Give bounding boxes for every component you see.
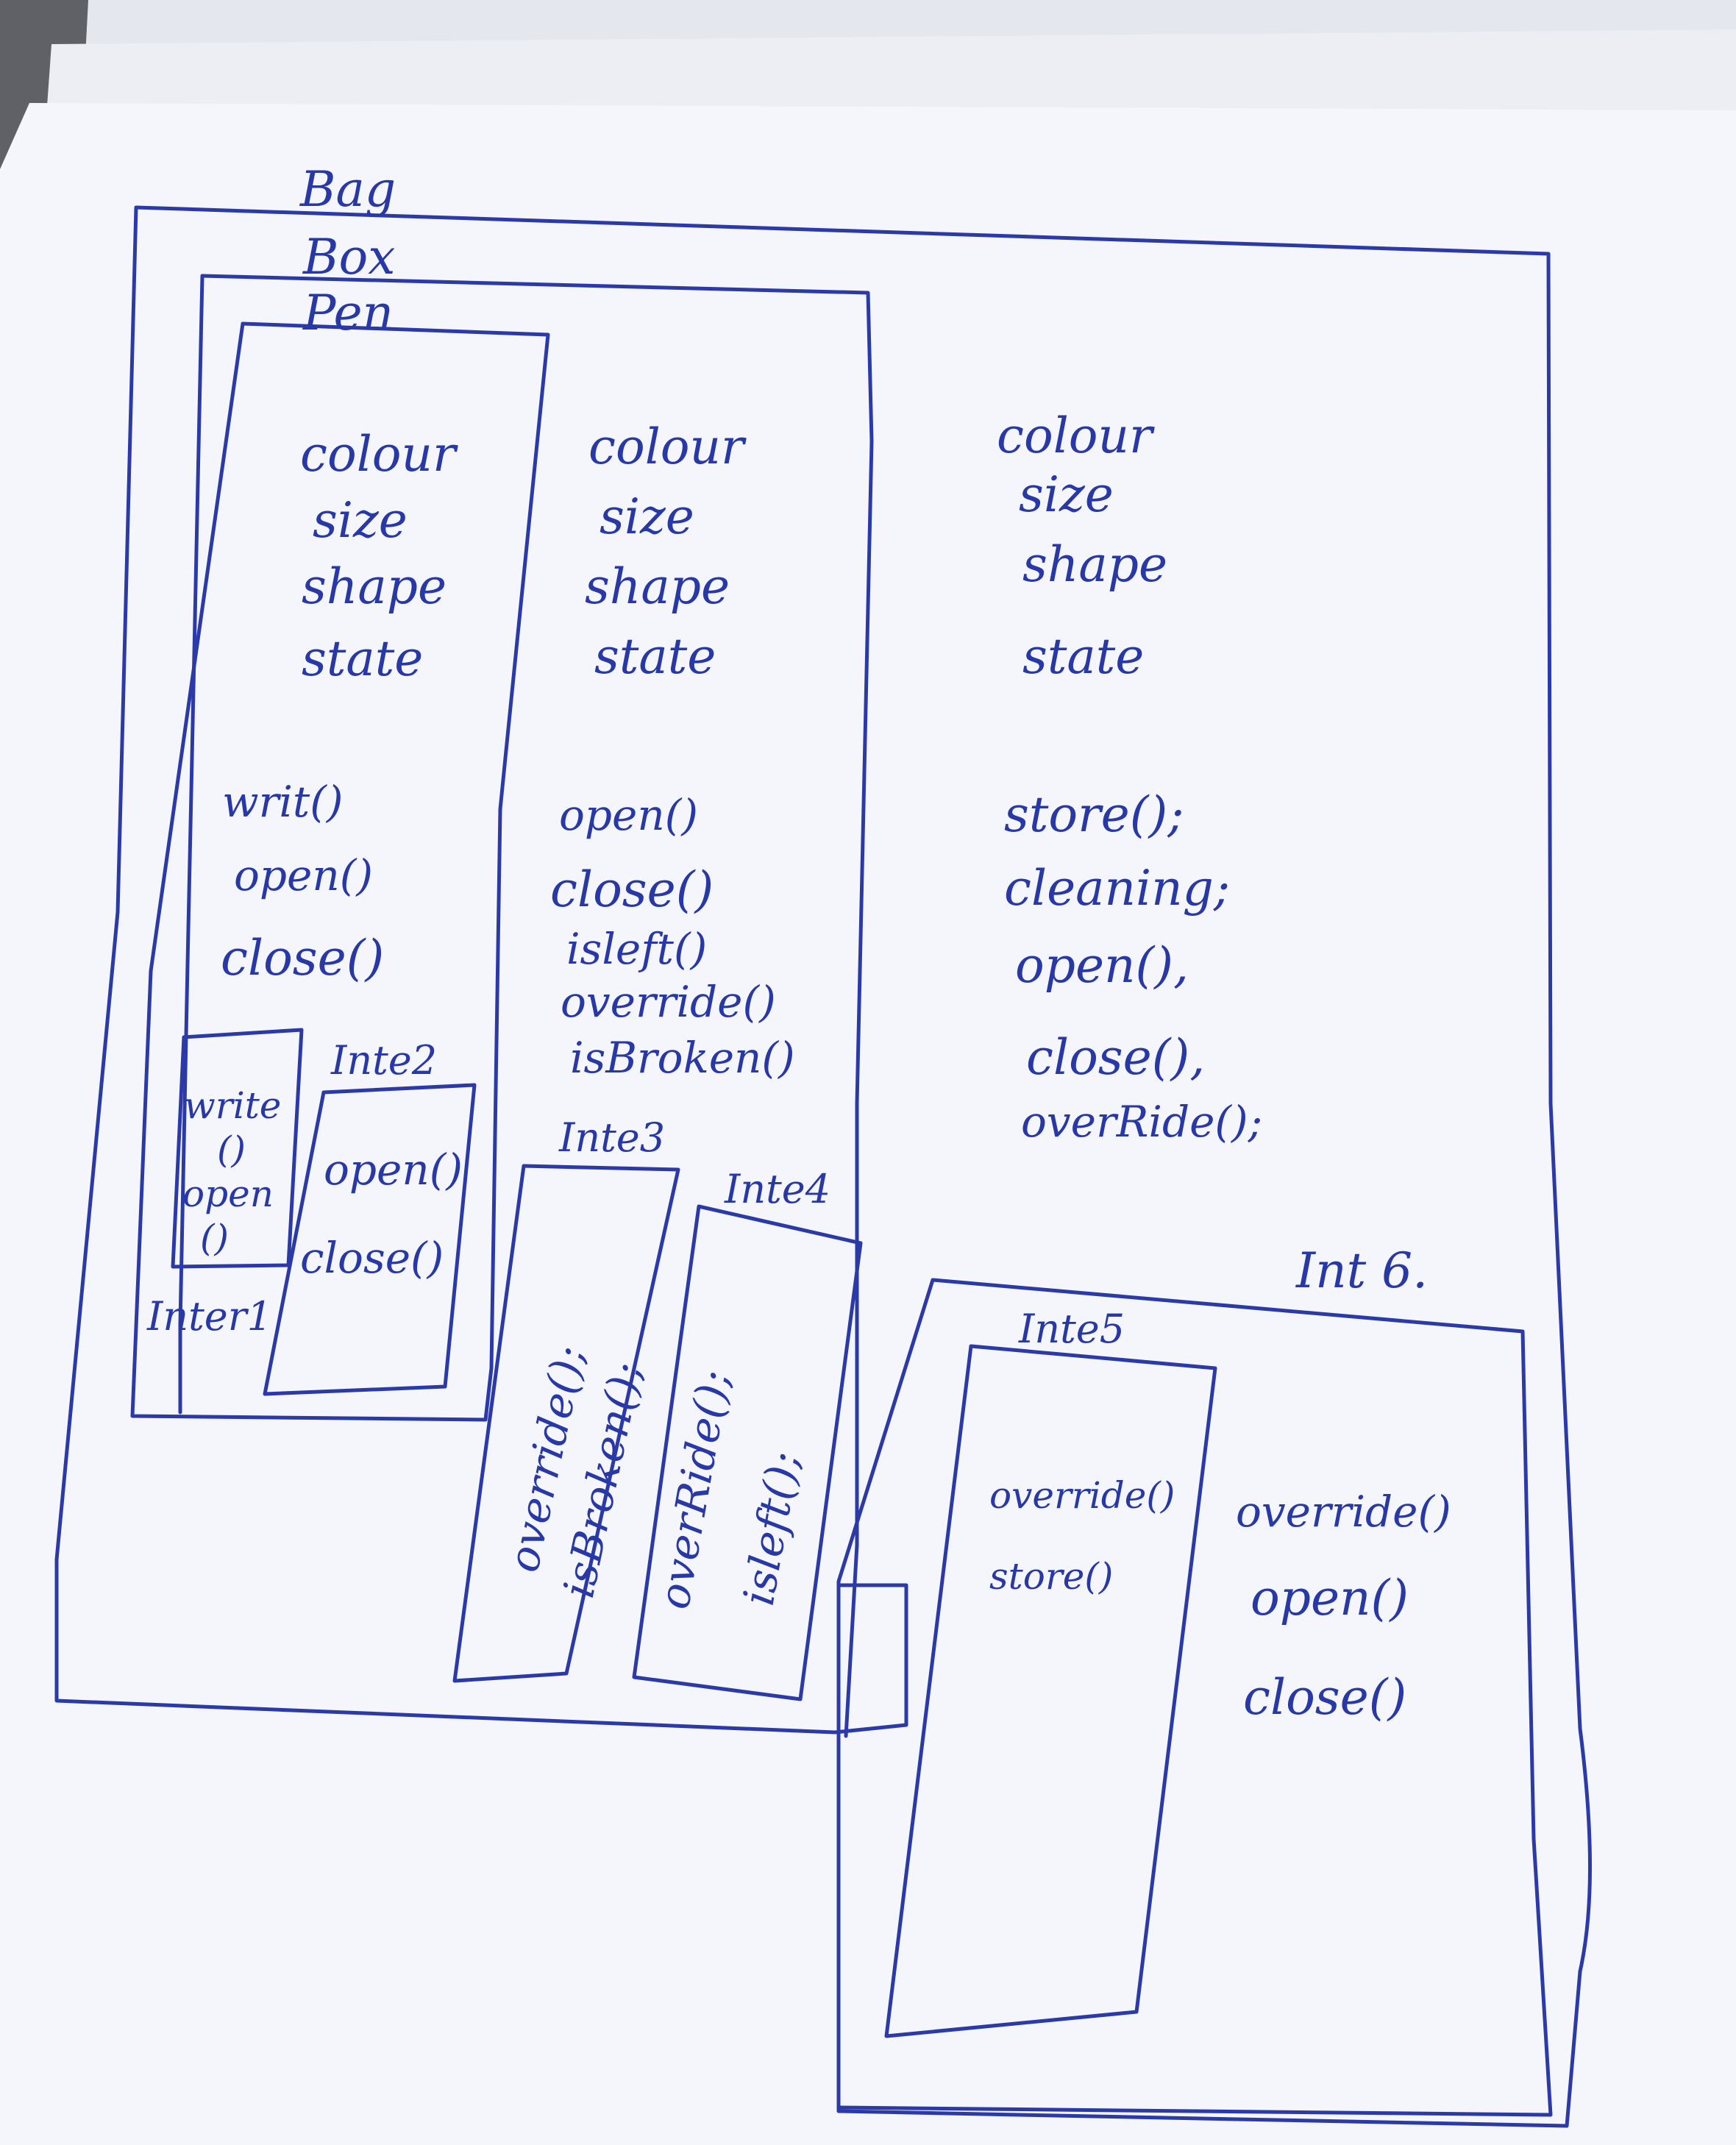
label-bag: Bag bbox=[299, 161, 396, 218]
paper-sheet bbox=[0, 103, 1736, 2145]
bag-field: size bbox=[1019, 466, 1114, 523]
label-inte2: Inte2 bbox=[330, 1037, 437, 1084]
inte4-box bbox=[632, 1204, 863, 1701]
label-inte5: Inte5 bbox=[1018, 1306, 1125, 1352]
pen-box bbox=[130, 321, 550, 1422]
inte6-method: open() bbox=[1251, 1570, 1409, 1626]
box-box-left bbox=[178, 274, 204, 1415]
box-field: shape bbox=[585, 558, 730, 615]
label-inte6: Int 6. bbox=[1295, 1242, 1428, 1299]
box-method: close() bbox=[550, 861, 714, 918]
pen-field: colour bbox=[300, 426, 458, 483]
box-method: isBroken() bbox=[570, 1033, 795, 1083]
pen-field: shape bbox=[302, 558, 447, 615]
inte1-method: open bbox=[182, 1173, 274, 1215]
inte2-box bbox=[263, 1083, 477, 1396]
box-field: size bbox=[600, 488, 694, 545]
bag-method: open(), bbox=[1015, 937, 1189, 994]
label-inte1: Inter1 bbox=[146, 1293, 272, 1340]
box-field: colour bbox=[588, 419, 747, 475]
bag-method: close(), bbox=[1026, 1029, 1205, 1086]
inte6-method: override() bbox=[1236, 1487, 1451, 1537]
inte1-method: () bbox=[217, 1128, 246, 1171]
box-box bbox=[200, 274, 874, 1738]
pen-method: open() bbox=[234, 850, 373, 900]
bag-method: cleaning; bbox=[1004, 860, 1230, 917]
label-pen: Pen bbox=[302, 285, 394, 341]
inte6-box bbox=[836, 1278, 1553, 2117]
inte5-box bbox=[884, 1344, 1217, 2038]
label-inte3: Inte3 bbox=[558, 1114, 665, 1161]
bag-field: colour bbox=[997, 408, 1155, 464]
pen-field: state bbox=[302, 630, 423, 687]
inte5-method: override() bbox=[989, 1474, 1175, 1517]
pen-method: writ() bbox=[222, 777, 343, 827]
bag-field: shape bbox=[1022, 536, 1167, 593]
pen-field: size bbox=[313, 492, 408, 549]
bag-method: store(); bbox=[1004, 786, 1184, 843]
inte6-method: close() bbox=[1243, 1669, 1406, 1726]
bag-field: state bbox=[1022, 628, 1144, 685]
inte2-method: close() bbox=[300, 1233, 444, 1283]
inte3-box bbox=[452, 1164, 680, 1683]
box-method: open() bbox=[559, 790, 698, 840]
bag-box bbox=[54, 205, 1592, 2128]
box-field: state bbox=[594, 628, 716, 685]
inte5-method: store() bbox=[989, 1555, 1113, 1598]
box-method: isleft() bbox=[566, 924, 707, 974]
label-inte4: Inte4 bbox=[724, 1166, 830, 1212]
inte2-method: open() bbox=[324, 1145, 463, 1195]
pen-method: close() bbox=[221, 930, 384, 986]
box-method: override() bbox=[561, 977, 776, 1027]
label-box: Box bbox=[302, 229, 395, 285]
inte1-method: () bbox=[200, 1217, 229, 1259]
inte1-method: write bbox=[184, 1084, 281, 1127]
bag-method: overRide(); bbox=[1021, 1097, 1262, 1147]
